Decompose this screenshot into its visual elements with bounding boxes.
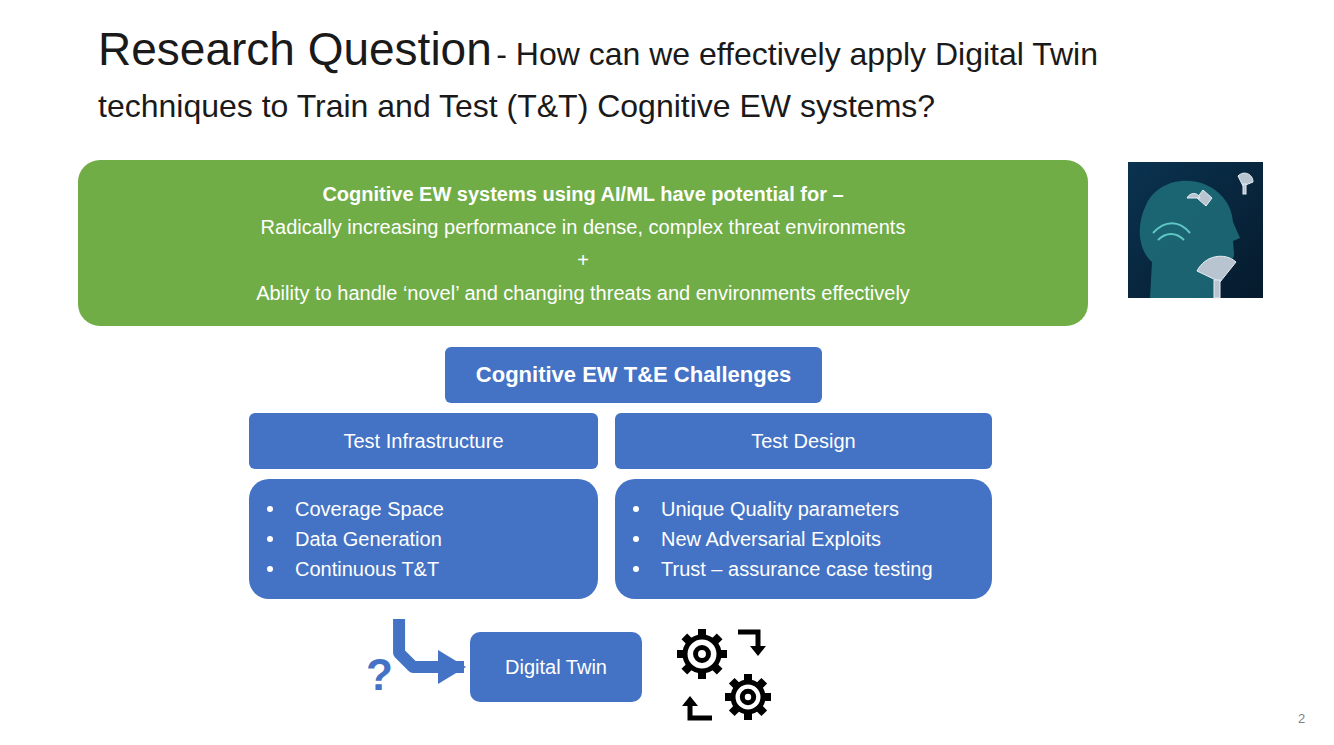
bullet-box: Unique Quality parametersNew Adversarial…: [615, 479, 992, 599]
gear-tooth: [725, 693, 734, 701]
gear-tooth: [681, 633, 693, 645]
target-box: Digital Twin: [470, 632, 642, 702]
category-box: Test Infrastructure: [249, 413, 598, 469]
box-heading: Cognitive EW T&E Challenges: [476, 362, 791, 388]
gear-tooth: [698, 670, 706, 679]
bullet-dot: [633, 566, 639, 572]
bent-arrow: [399, 619, 464, 667]
gear-tooth: [729, 704, 741, 716]
bullet-row: New Adversarial Exploits: [633, 527, 881, 551]
box-text: Ability to handle ‘novel’ and changing t…: [256, 281, 910, 305]
bullet-row: Continuous T&T: [267, 557, 439, 581]
bullet-dot: [267, 566, 273, 572]
cycle-arrowhead: [750, 646, 766, 656]
gear-symbol: [725, 674, 771, 720]
gear-tooth: [698, 629, 706, 638]
box-heading: Cognitive EW systems using AI/ML have po…: [322, 182, 843, 206]
bullet-row: Unique Quality parameters: [633, 497, 899, 521]
gear-tooth: [677, 650, 686, 658]
box-text: Coverage Space: [295, 497, 444, 521]
gear-tooth: [710, 633, 722, 645]
gears-icon: [677, 629, 771, 720]
title: Research Question: [98, 23, 492, 75]
bullet-box: Coverage SpaceData GenerationContinuous …: [249, 479, 598, 599]
summary-box: Cognitive EW systems using AI/ML have po…: [78, 160, 1088, 326]
category-box: Test Design: [615, 413, 992, 469]
gear-tooth: [755, 704, 767, 716]
gear-symbol: [677, 629, 727, 679]
bullet-dot: [267, 536, 273, 542]
gear-tooth: [755, 678, 767, 690]
gear-hub: [696, 648, 709, 661]
question-mark: ?: [366, 650, 393, 700]
page-number: 2: [1298, 711, 1305, 726]
box-text: Test Infrastructure: [343, 429, 503, 453]
box-text: Digital Twin: [505, 655, 607, 679]
box-text: +: [577, 248, 589, 272]
box-text: Test Design: [751, 429, 856, 453]
bullet-dot: [633, 536, 639, 542]
gear-tooth: [744, 711, 752, 720]
title-block: Research Question - How can we effective…: [98, 26, 1258, 135]
box-text: Trust – assurance case testing: [661, 557, 933, 581]
gear-tooth: [762, 693, 771, 701]
bullet-dot: [267, 506, 273, 512]
heading-box: Cognitive EW T&E Challenges: [445, 347, 822, 403]
box-text: Data Generation: [295, 527, 442, 551]
cycle-arrowhead: [682, 696, 698, 706]
bullet-dot: [633, 506, 639, 512]
bullet-row: Coverage Space: [267, 497, 444, 521]
head-icon: [1128, 162, 1263, 298]
gear-tooth: [681, 662, 693, 674]
box-text: Radically increasing performance in dens…: [261, 215, 906, 239]
spacer: [492, 51, 496, 68]
gear-tooth: [744, 674, 752, 683]
gear-tooth: [729, 678, 741, 690]
box-text: Continuous T&T: [295, 557, 439, 581]
gear-tooth: [718, 650, 727, 658]
bullet-row: Data Generation: [267, 527, 442, 551]
box-text: Unique Quality parameters: [661, 497, 899, 521]
gear-tooth: [710, 662, 722, 674]
bullet-row: Trust – assurance case testing: [633, 557, 933, 581]
box-text: New Adversarial Exploits: [661, 527, 881, 551]
gear-hub: [742, 691, 753, 702]
